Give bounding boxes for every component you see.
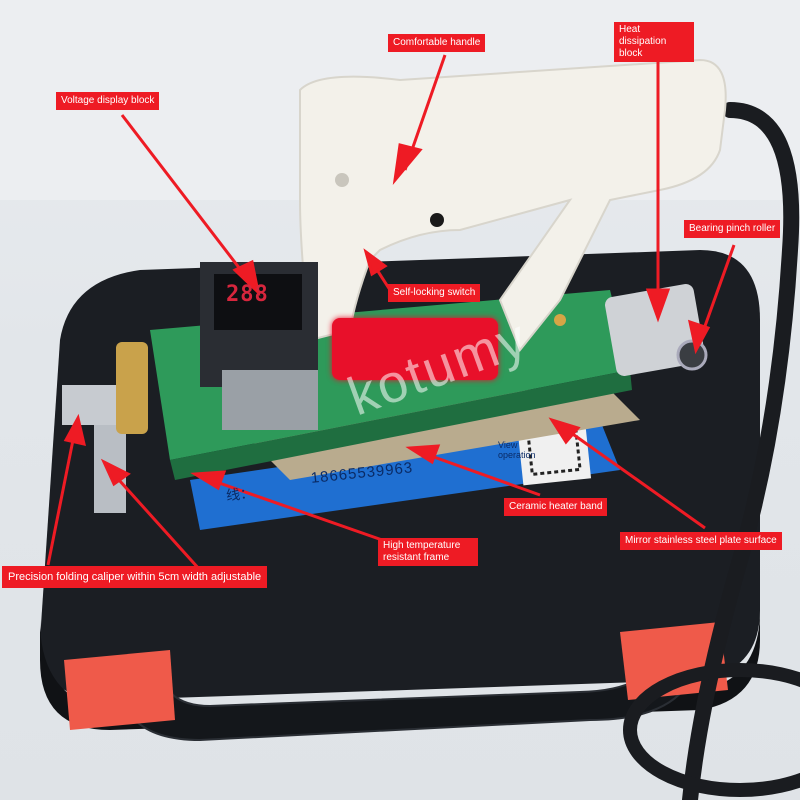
label-voltage-display: Voltage display block: [56, 92, 160, 110]
label-heat-dissipation: Heat dissipation block: [614, 22, 694, 62]
qr-caption: View operation: [498, 440, 536, 460]
red-blur-block: [332, 318, 498, 380]
callout-arrows: [46, 48, 736, 572]
display-readout: 288: [226, 282, 269, 307]
sticker-phone-prefix: 线：: [225, 484, 255, 504]
label-mirror-plate: Mirror stainless steel plate surface: [620, 532, 782, 550]
label-caliper: Precision folding caliper within 5cm wid…: [2, 566, 268, 588]
arm-screw: [554, 314, 566, 326]
power-cable: [682, 102, 800, 800]
green-board-edge: [170, 370, 632, 480]
cable-coil: [623, 663, 800, 797]
display-mount: [222, 370, 318, 430]
instruction-sticker: [190, 420, 620, 530]
label-frame: High temperature resistant frame: [378, 538, 478, 566]
self-locking-button: [430, 213, 444, 227]
label-comfortable-handle: Comfortable handle: [388, 34, 486, 52]
caliper-hinge: [116, 342, 148, 434]
display-screen: [214, 274, 302, 330]
label-bearing-roller: Bearing pinch roller: [684, 220, 781, 238]
bearing-roller: [676, 339, 708, 371]
caliper-clamp: [62, 385, 126, 425]
label-self-locking: Self-locking switch: [388, 284, 481, 302]
handle-screw: [335, 173, 349, 187]
label-ceramic-heater: Ceramic heater band: [504, 498, 608, 516]
case-handle-pad-left: [64, 650, 175, 730]
